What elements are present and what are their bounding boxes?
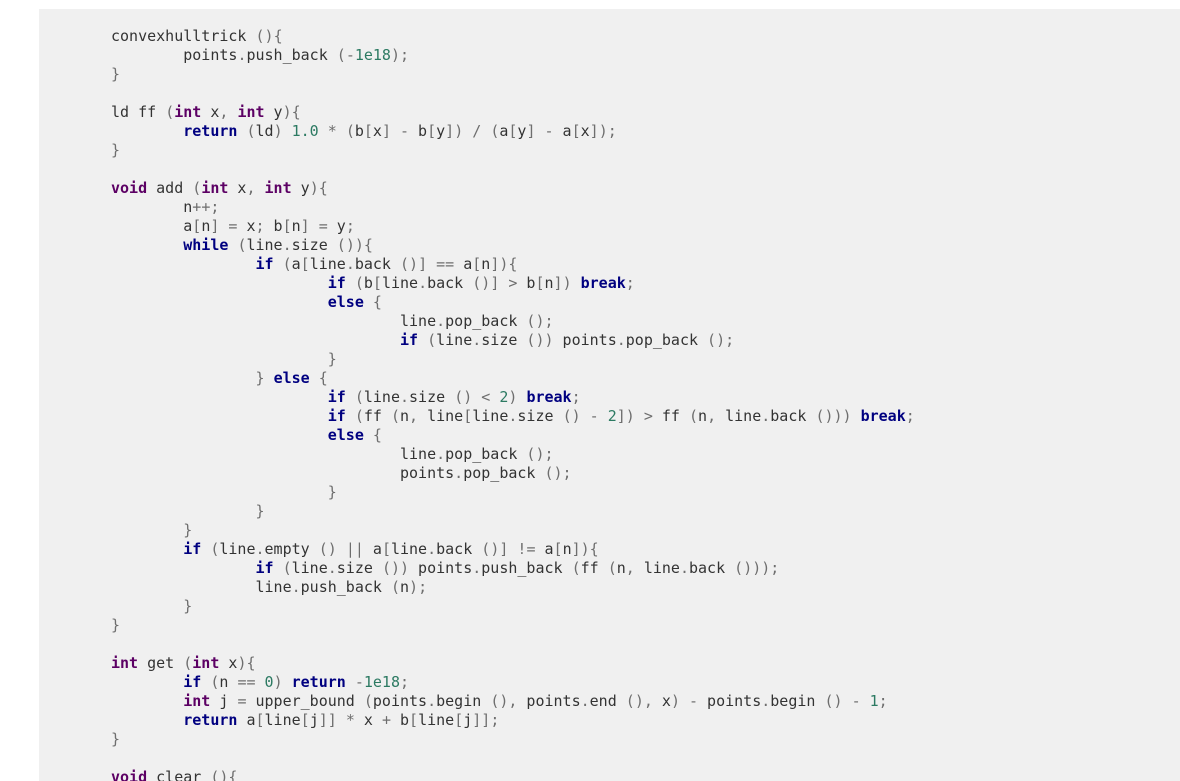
code-line xyxy=(111,160,915,179)
code-line: if (n == 0) return -1e18; xyxy=(183,673,410,691)
code-line: } xyxy=(111,616,121,634)
code-line: return (ld) 1.0 * (b[x] - b[y]) / (a[y] … xyxy=(183,122,617,140)
code-line: line.pop_back (); xyxy=(111,445,554,463)
code-line xyxy=(111,635,915,654)
code-line: } xyxy=(183,521,193,539)
code-line: points.push_back (-1e18); xyxy=(111,46,410,64)
code-line: convexhulltrick (){ xyxy=(111,27,283,45)
code-line: void add (int x, int y){ xyxy=(111,179,328,197)
code-line xyxy=(111,84,915,103)
code-line: if (line.size () < 2) break; xyxy=(327,388,581,406)
code-line: else { xyxy=(327,293,382,311)
code-line: } xyxy=(327,483,337,501)
code-line: int j = upper_bound (points.begin (), po… xyxy=(183,692,888,710)
code-line: if (line.size ()) points.pop_back (); xyxy=(399,331,735,349)
code-line: n++; xyxy=(111,198,220,216)
code-line: points.pop_back (); xyxy=(111,464,572,482)
code-line: if (a[line.back ()] == a[n]){ xyxy=(255,255,518,273)
code-line: } xyxy=(183,597,193,615)
code-line xyxy=(111,749,915,768)
code-line: line.pop_back (); xyxy=(111,312,554,330)
code-block: convexhulltrick (){ points.push_back (-1… xyxy=(39,9,1180,781)
code-content: convexhulltrick (){ points.push_back (-1… xyxy=(111,27,915,781)
code-line: } xyxy=(255,502,265,520)
code-line: line.push_back (n); xyxy=(111,578,428,596)
code-line: if (b[line.back ()] > b[n]) break; xyxy=(327,274,635,292)
code-line: return a[line[j]] * x + b[line[j]]; xyxy=(183,711,500,729)
code-line: } xyxy=(111,65,121,83)
code-line: while (line.size ()){ xyxy=(183,236,373,254)
code-line: if (ff (n, line[line.size () - 2]) > ff … xyxy=(327,407,915,425)
code-line: ld ff (int x, int y){ xyxy=(111,103,301,121)
code-line: void clear (){ xyxy=(111,768,238,781)
code-line: } xyxy=(111,730,121,748)
code-line: if (line.empty () || a[line.back ()] != … xyxy=(183,540,599,558)
code-line: a[n] = x; b[n] = y; xyxy=(111,217,355,235)
code-line: } xyxy=(327,350,337,368)
code-line: else { xyxy=(327,426,382,444)
code-line: } else { xyxy=(255,369,328,387)
code-line: } xyxy=(111,141,121,159)
code-line: int get (int x){ xyxy=(111,654,256,672)
code-line: if (line.size ()) points.push_back (ff (… xyxy=(255,559,780,577)
